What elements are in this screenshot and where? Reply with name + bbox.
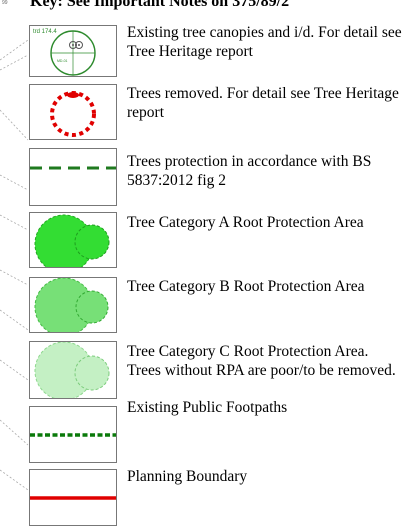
category-a-symbol: [29, 212, 117, 268]
legend-label-trees-removed: Trees removed. For detail see Tree Herit…: [127, 85, 399, 121]
legend-label-category-a: Tree Category A Root Protection Area: [127, 214, 364, 231]
footpath-symbol: [29, 406, 117, 463]
category-c-symbol: [29, 341, 117, 399]
removed-tree-symbol: [29, 84, 117, 140]
tree-detail-text: MD-01: [57, 59, 68, 63]
legend-label-public-footpaths: Existing Public Footpaths: [127, 399, 288, 416]
legend-label-existing-trees: Existing tree canopies and i/d. For deta…: [127, 24, 402, 60]
planning-boundary-symbol: [29, 469, 117, 526]
existing-tree-symbol: trd 174.4 MD-01: [29, 25, 117, 77]
corner-label: 99: [2, 0, 8, 6]
legend-label-planning-boundary: Planning Boundary: [127, 468, 248, 485]
legend-label-tree-protection: Trees protection in accordance with BS 5…: [127, 153, 372, 189]
key-title: Key: See Important Notes on 375/89/2: [30, 0, 290, 10]
category-b-symbol: [29, 277, 117, 333]
legend-label-category-b: Tree Category B Root Protection Area: [127, 278, 365, 295]
leader-lines: [0, 39, 29, 491]
tree-protection-symbol: [29, 148, 117, 206]
legend-label-category-c: Tree Category C Root Protection Area. Tr…: [127, 343, 396, 379]
tree-id-text: trd 174.4: [33, 29, 57, 35]
